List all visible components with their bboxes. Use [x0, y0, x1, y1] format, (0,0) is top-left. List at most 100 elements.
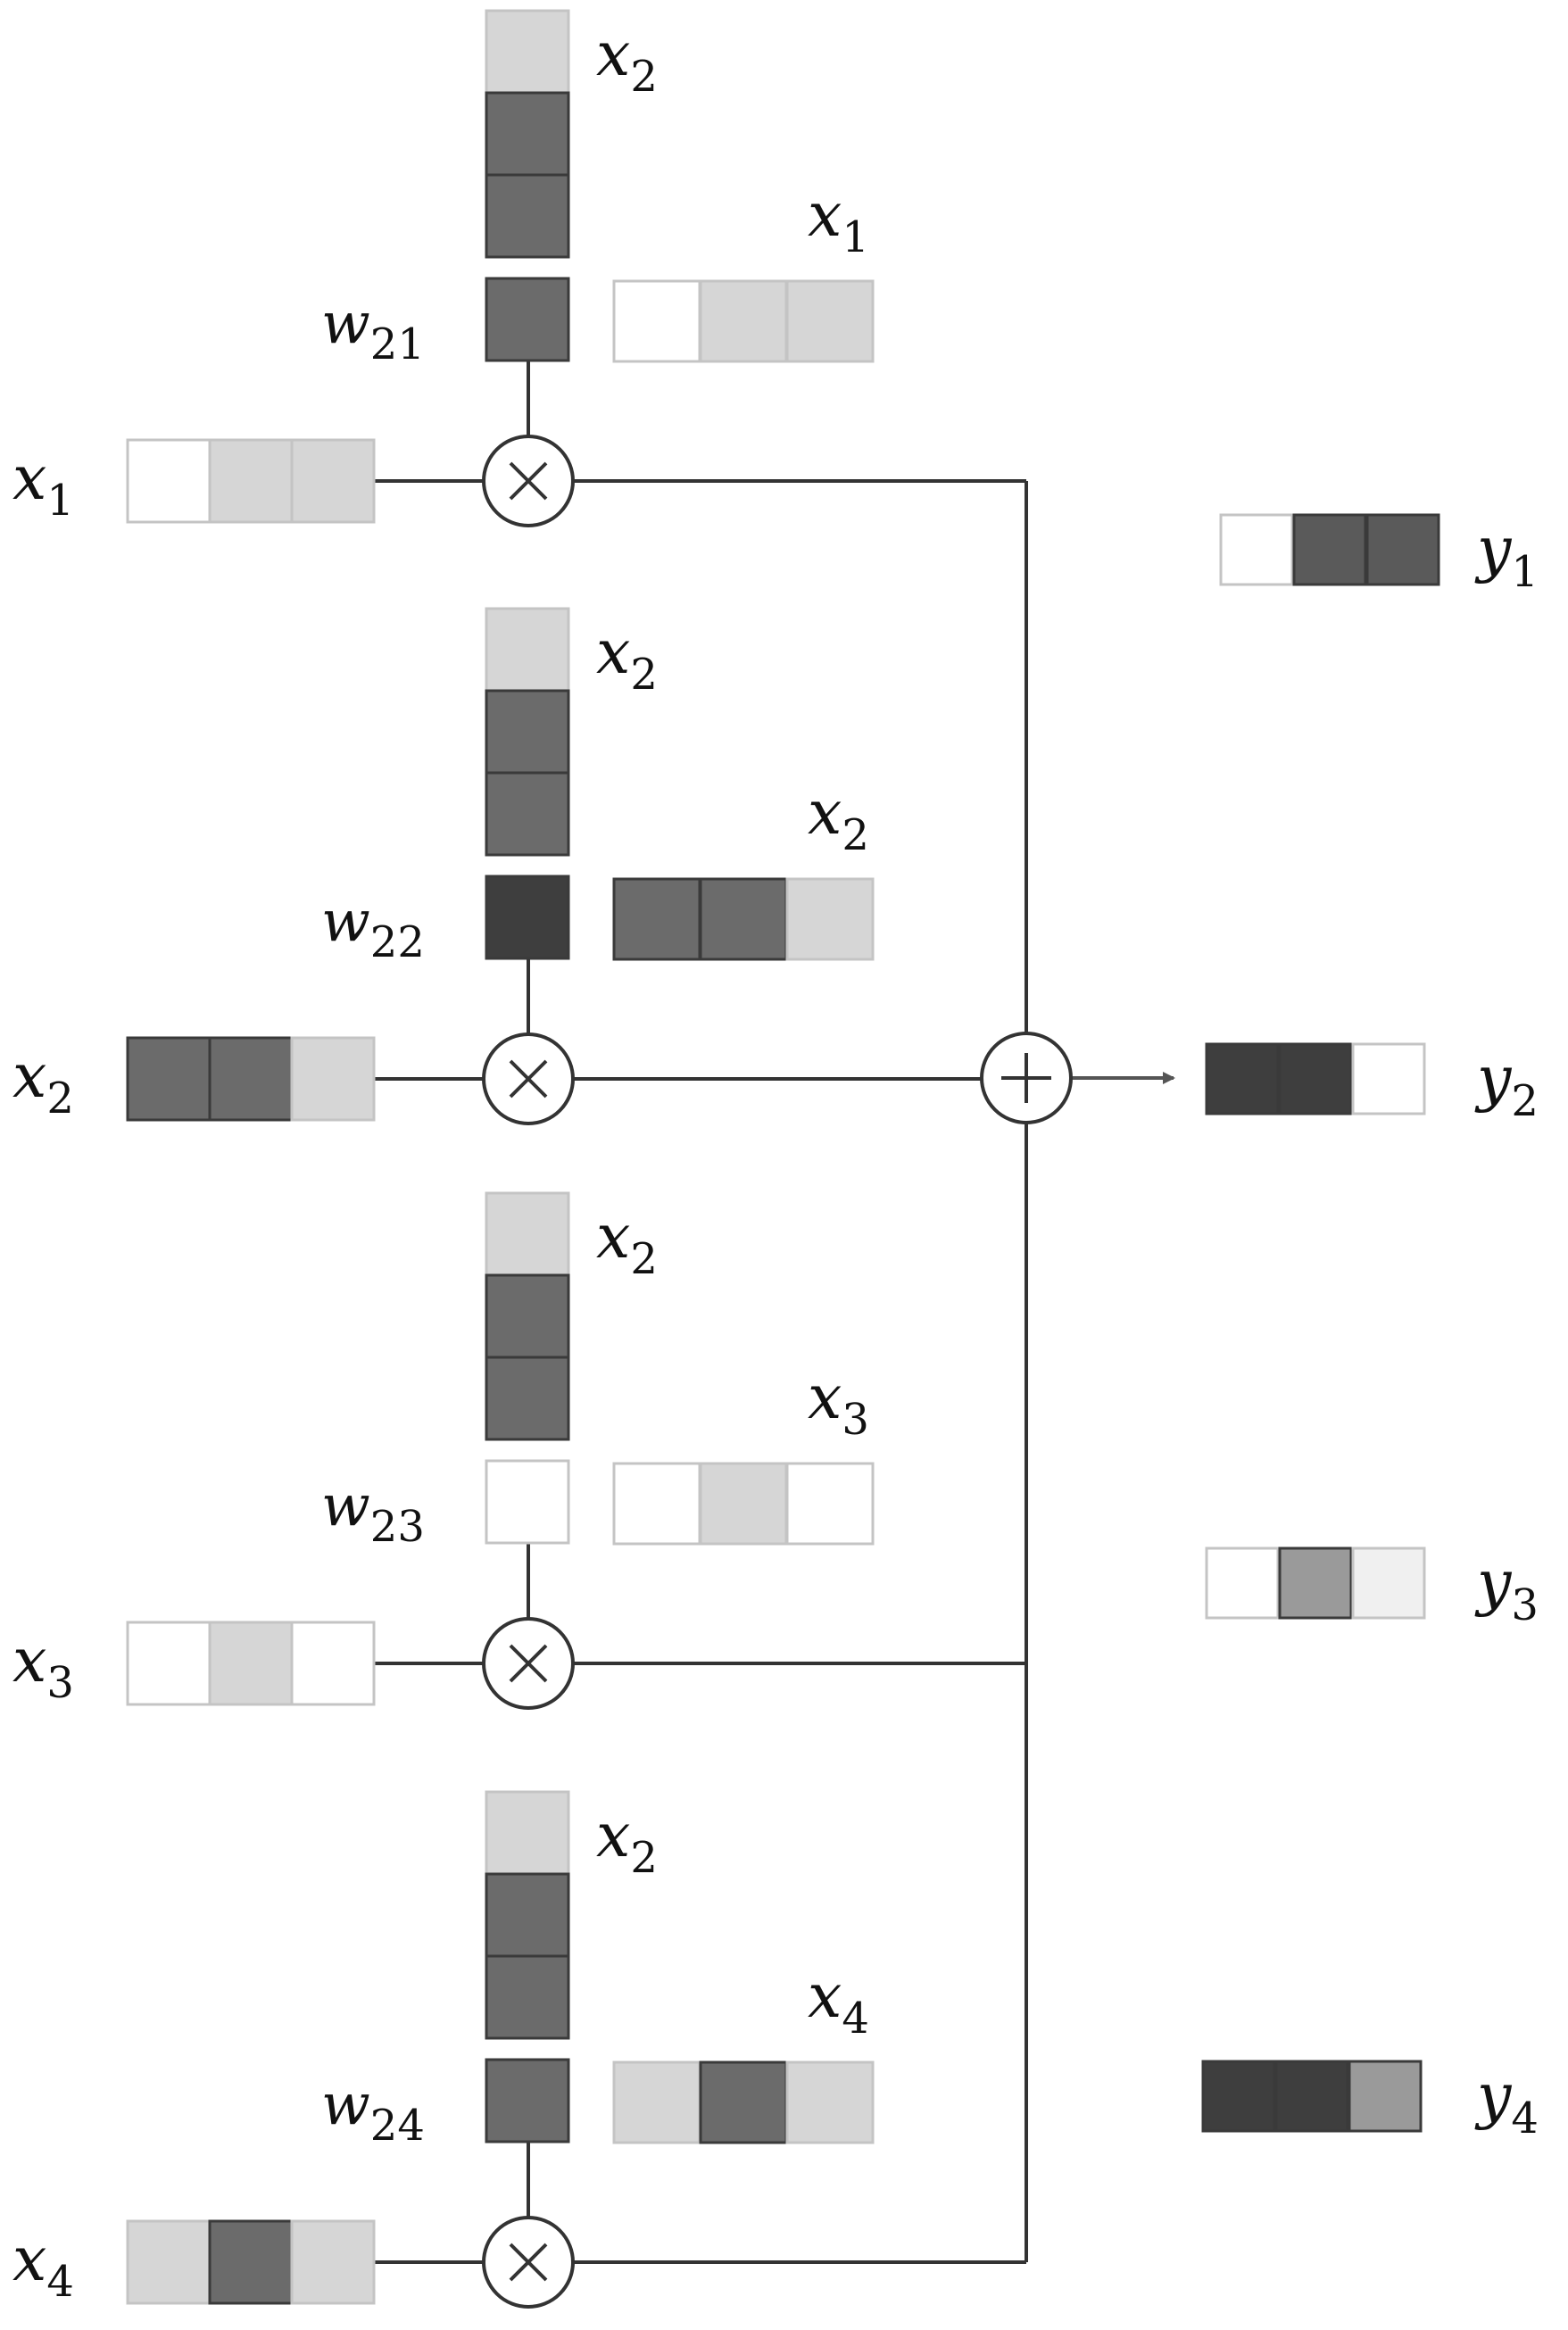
weight-label-subscript: 23 — [370, 1502, 425, 1552]
query-label-subscript: 2 — [630, 1234, 658, 1284]
output-cell — [1351, 1546, 1426, 1620]
input-cell — [126, 1621, 212, 1706]
query-label-subscript: 2 — [630, 650, 658, 700]
key-cell — [612, 279, 701, 363]
query-cell — [485, 1872, 570, 1958]
key-cell — [785, 279, 875, 363]
input-cell — [290, 1621, 376, 1706]
key-label-base: x — [808, 180, 842, 251]
input-label-base: x — [12, 1041, 46, 1112]
query-label-base: x — [596, 618, 630, 688]
query-label: x2 — [596, 20, 658, 102]
multiply-operator-icon — [509, 2243, 548, 2282]
input-cell — [208, 1621, 294, 1706]
input-cell — [290, 438, 376, 524]
query-cell — [485, 173, 570, 259]
input-label-base: x — [12, 444, 46, 514]
output-cell — [1348, 2060, 1423, 2133]
query-label: x2 — [596, 618, 658, 700]
key-cell — [699, 877, 788, 961]
output-label-base: y — [1474, 1044, 1513, 1115]
input-label: x2 — [12, 1041, 74, 1124]
query-cell — [485, 1356, 570, 1441]
input-cell — [290, 1036, 376, 1122]
output-label: y4 — [1474, 2061, 1539, 2143]
input-label: x3 — [12, 1626, 74, 1708]
query-label-base: x — [596, 1202, 630, 1273]
key-label-base: x — [808, 1363, 842, 1433]
weight-label: w24 — [321, 2072, 425, 2151]
key-cell — [785, 2061, 875, 2144]
query-label-base: x — [596, 1801, 630, 1871]
key-cell — [699, 279, 788, 363]
sum-node — [980, 1032, 1073, 1124]
multiply-operator-icon — [509, 1644, 548, 1683]
input-label-subscript: 4 — [46, 2257, 74, 2307]
query-label-base: x — [596, 20, 630, 90]
output-label: y1 — [1474, 515, 1539, 597]
output-label-base: y — [1474, 1548, 1513, 1619]
query-cell — [485, 771, 570, 857]
output-label-base: y — [1474, 2061, 1513, 2132]
connection-lines — [374, 361, 1175, 2264]
key-label-subscript: 2 — [842, 810, 869, 860]
input-cell — [290, 2219, 376, 2305]
query-cell — [485, 9, 570, 95]
output-cell — [1365, 513, 1440, 586]
key-label: x2 — [808, 778, 869, 860]
multiply-node — [482, 1617, 575, 1710]
query-cell — [485, 689, 570, 775]
weight-label-subscript: 21 — [370, 319, 425, 369]
multiply-operator-icon — [509, 1059, 548, 1099]
input-cell — [208, 1036, 294, 1122]
input-label-subscript: 1 — [46, 476, 74, 526]
key-cell — [699, 2061, 788, 2144]
output-label: y2 — [1474, 1044, 1539, 1126]
weight-cell — [485, 875, 570, 960]
output-label-subscript: 2 — [1511, 1076, 1539, 1126]
key-cell — [612, 2061, 701, 2144]
output-3: y3 — [1205, 1546, 1539, 1630]
key-cell — [785, 1462, 875, 1546]
query-cell — [485, 1954, 570, 2040]
input-cell — [126, 1036, 212, 1122]
query-cell — [485, 1273, 570, 1359]
key-label-base: x — [808, 778, 842, 849]
output-cell — [1278, 1042, 1353, 1115]
weight-label: w21 — [321, 291, 425, 369]
key-cell — [612, 877, 701, 961]
query-cell — [485, 1191, 570, 1277]
weight-label-base: w — [321, 1473, 370, 1539]
multiply-operator-icon — [509, 461, 548, 501]
input-cell — [126, 438, 212, 524]
multiply-node — [482, 1032, 575, 1125]
query-cell — [485, 607, 570, 692]
key-label: x1 — [808, 180, 869, 262]
output-cell — [1351, 1042, 1426, 1115]
weight-label-base: w — [321, 2072, 370, 2138]
key-cell — [785, 877, 875, 961]
key-label-subscript: 1 — [842, 212, 869, 262]
output-cell — [1219, 513, 1294, 586]
weight-label-subscript: 24 — [370, 2101, 425, 2151]
output-label-base: y — [1474, 515, 1513, 585]
key-cell — [612, 1462, 701, 1546]
output-cell — [1278, 1546, 1353, 1620]
output-cell — [1292, 513, 1367, 586]
output-label-subscript: 3 — [1511, 1580, 1539, 1630]
output-label-subscript: 4 — [1511, 2094, 1539, 2143]
query-cell — [485, 91, 570, 177]
key-cell — [699, 1462, 788, 1546]
output-label-subscript: 1 — [1511, 547, 1539, 597]
key-label-base: x — [808, 1961, 842, 2032]
input-label-base: x — [12, 2225, 46, 2295]
output-cell — [1274, 2060, 1349, 2133]
output-label: y3 — [1474, 1548, 1539, 1630]
weight-cell — [485, 277, 570, 362]
key-label-subscript: 3 — [842, 1395, 869, 1445]
